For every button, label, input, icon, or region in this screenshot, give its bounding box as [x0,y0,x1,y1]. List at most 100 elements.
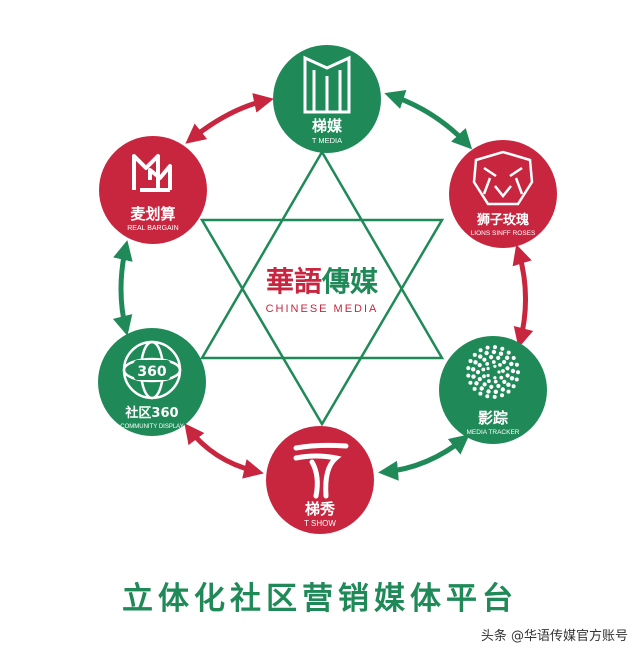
spiral-dot [506,389,511,394]
spiral-dot [466,373,471,378]
spiral-dot [492,394,497,399]
spiral-dot [472,352,477,357]
spiral-dot [500,346,505,351]
spiral-dot [514,377,519,382]
spiral-dot [493,345,497,350]
spiral-dot [511,384,516,389]
node-community-title: 社区360 [124,405,178,421]
node-t-show-subtitle: T SHOW [304,519,336,528]
center-title: 華語傳媒 [266,265,379,298]
node-media-tracker-circle [439,336,547,444]
node-media-tracker-subtitle: MEDIA TRACKER [467,429,520,436]
spiral-dot [509,376,515,381]
spiral-dot [498,351,504,356]
spiral-dot [506,350,511,355]
connector-arrows [112,89,534,481]
center-title-part1: 華語 [266,265,322,298]
spiral-dot [478,354,483,359]
spiral-dot [479,386,484,391]
spiral-dot [468,359,473,363]
spiral-dot [501,369,505,373]
spiral-dot [484,350,489,356]
arrow-tshow-community [184,423,264,479]
tagline: 立体化社区营销媒体平台 [122,581,518,617]
badge-360-bg [134,360,170,380]
node-t-media-subtitle: T MEDIA [312,136,342,145]
node-lions-title: 狮子玫瑰 [476,212,529,228]
spiral-dot [486,366,490,371]
node-t-media[interactable]: 梯媒 T MEDIA [273,45,381,153]
node-community-subtitle: COMMUNITY DISPLAY [120,424,183,430]
spiral-dot [478,348,483,353]
spiral-dot [509,361,514,367]
node-bargain[interactable]: 麦划算 REAL BARGAIN [99,136,207,244]
spiral-dot [496,355,501,360]
spiral-dot [475,370,481,375]
spiral-dot [496,383,501,389]
spiral-dot [493,376,497,380]
spiral-dot [500,393,504,398]
node-community[interactable]: 360 社区360 COMMUNITY DISPLAY [98,328,206,436]
spiral-dot [474,381,479,386]
spiral-dot [491,360,496,364]
spiral-dot [514,362,519,367]
arrow-bargain-tmedia [185,93,274,144]
footer-watermark: 头条 @华语传媒官方账号 [481,628,628,644]
node-lions[interactable]: 狮子玫瑰 LIONS SINFF ROSES [449,140,557,248]
node-lions-subtitle: LIONS SINFF ROSES [471,230,536,237]
t-letter-icon [293,442,349,499]
spiral-dots-icon [466,345,520,399]
star-triangle-up [199,149,445,360]
center-subtitle: CHINESE MEDIA [266,303,379,315]
spiral-dot [482,374,486,379]
arrow-tracker-tshow [378,434,470,481]
spiral-dot [497,370,501,374]
lion-icon [472,150,534,206]
node-t-show-circle [266,426,374,534]
spiral-dot [504,355,510,360]
node-t-show[interactable]: 梯秀 T SHOW [266,426,374,534]
spiral-dot [491,349,497,355]
center-title-part2: 傳媒 [321,265,379,298]
spiral-dot [510,368,516,374]
spiral-dot [499,375,504,380]
center-brand: 華語傳媒 CHINESE MEDIA [266,265,379,315]
node-t-show-title: 梯秀 [305,500,336,518]
arrow-community-bargain [112,240,133,336]
star-triangle-down [199,218,445,427]
spiral-dot [478,391,483,396]
spiral-dot [516,370,520,375]
spiral-dot [489,355,494,360]
spiral-dot [477,377,482,382]
spiral-dot [505,366,510,371]
spiral-dot [472,386,477,391]
spiral-dot [477,363,482,368]
spiral-dot [498,363,502,367]
spiral-dot [485,362,490,366]
spiral-dot [486,389,491,394]
spiral-dot [511,356,516,360]
node-bargain-title: 麦划算 [130,205,175,223]
arrow-lions-tracker [512,244,534,348]
mm-monogram-icon [132,154,172,192]
spiral-dot [481,367,486,372]
spiral-dot [471,367,476,372]
spiral-dot [466,366,471,371]
spiral-dot [500,387,505,392]
spiral-dot [493,389,498,394]
node-media-tracker[interactable]: 影踪 MEDIA TRACKER [439,336,547,444]
spiral-dot [489,384,494,389]
arrow-tmedia-lions [384,89,473,150]
spiral-dot [485,345,490,350]
spiral-dot [468,380,473,385]
spiral-dot [486,373,490,378]
spiral-dot [493,379,498,384]
spiral-dot [502,359,507,365]
node-bargain-subtitle: REAL BARGAIN [127,225,178,232]
spiral-dot [502,379,507,384]
spiral-dot [493,364,497,368]
node-t-media-title: 梯媒 [312,117,343,135]
spiral-dot [482,357,487,362]
building-icon [303,55,351,114]
